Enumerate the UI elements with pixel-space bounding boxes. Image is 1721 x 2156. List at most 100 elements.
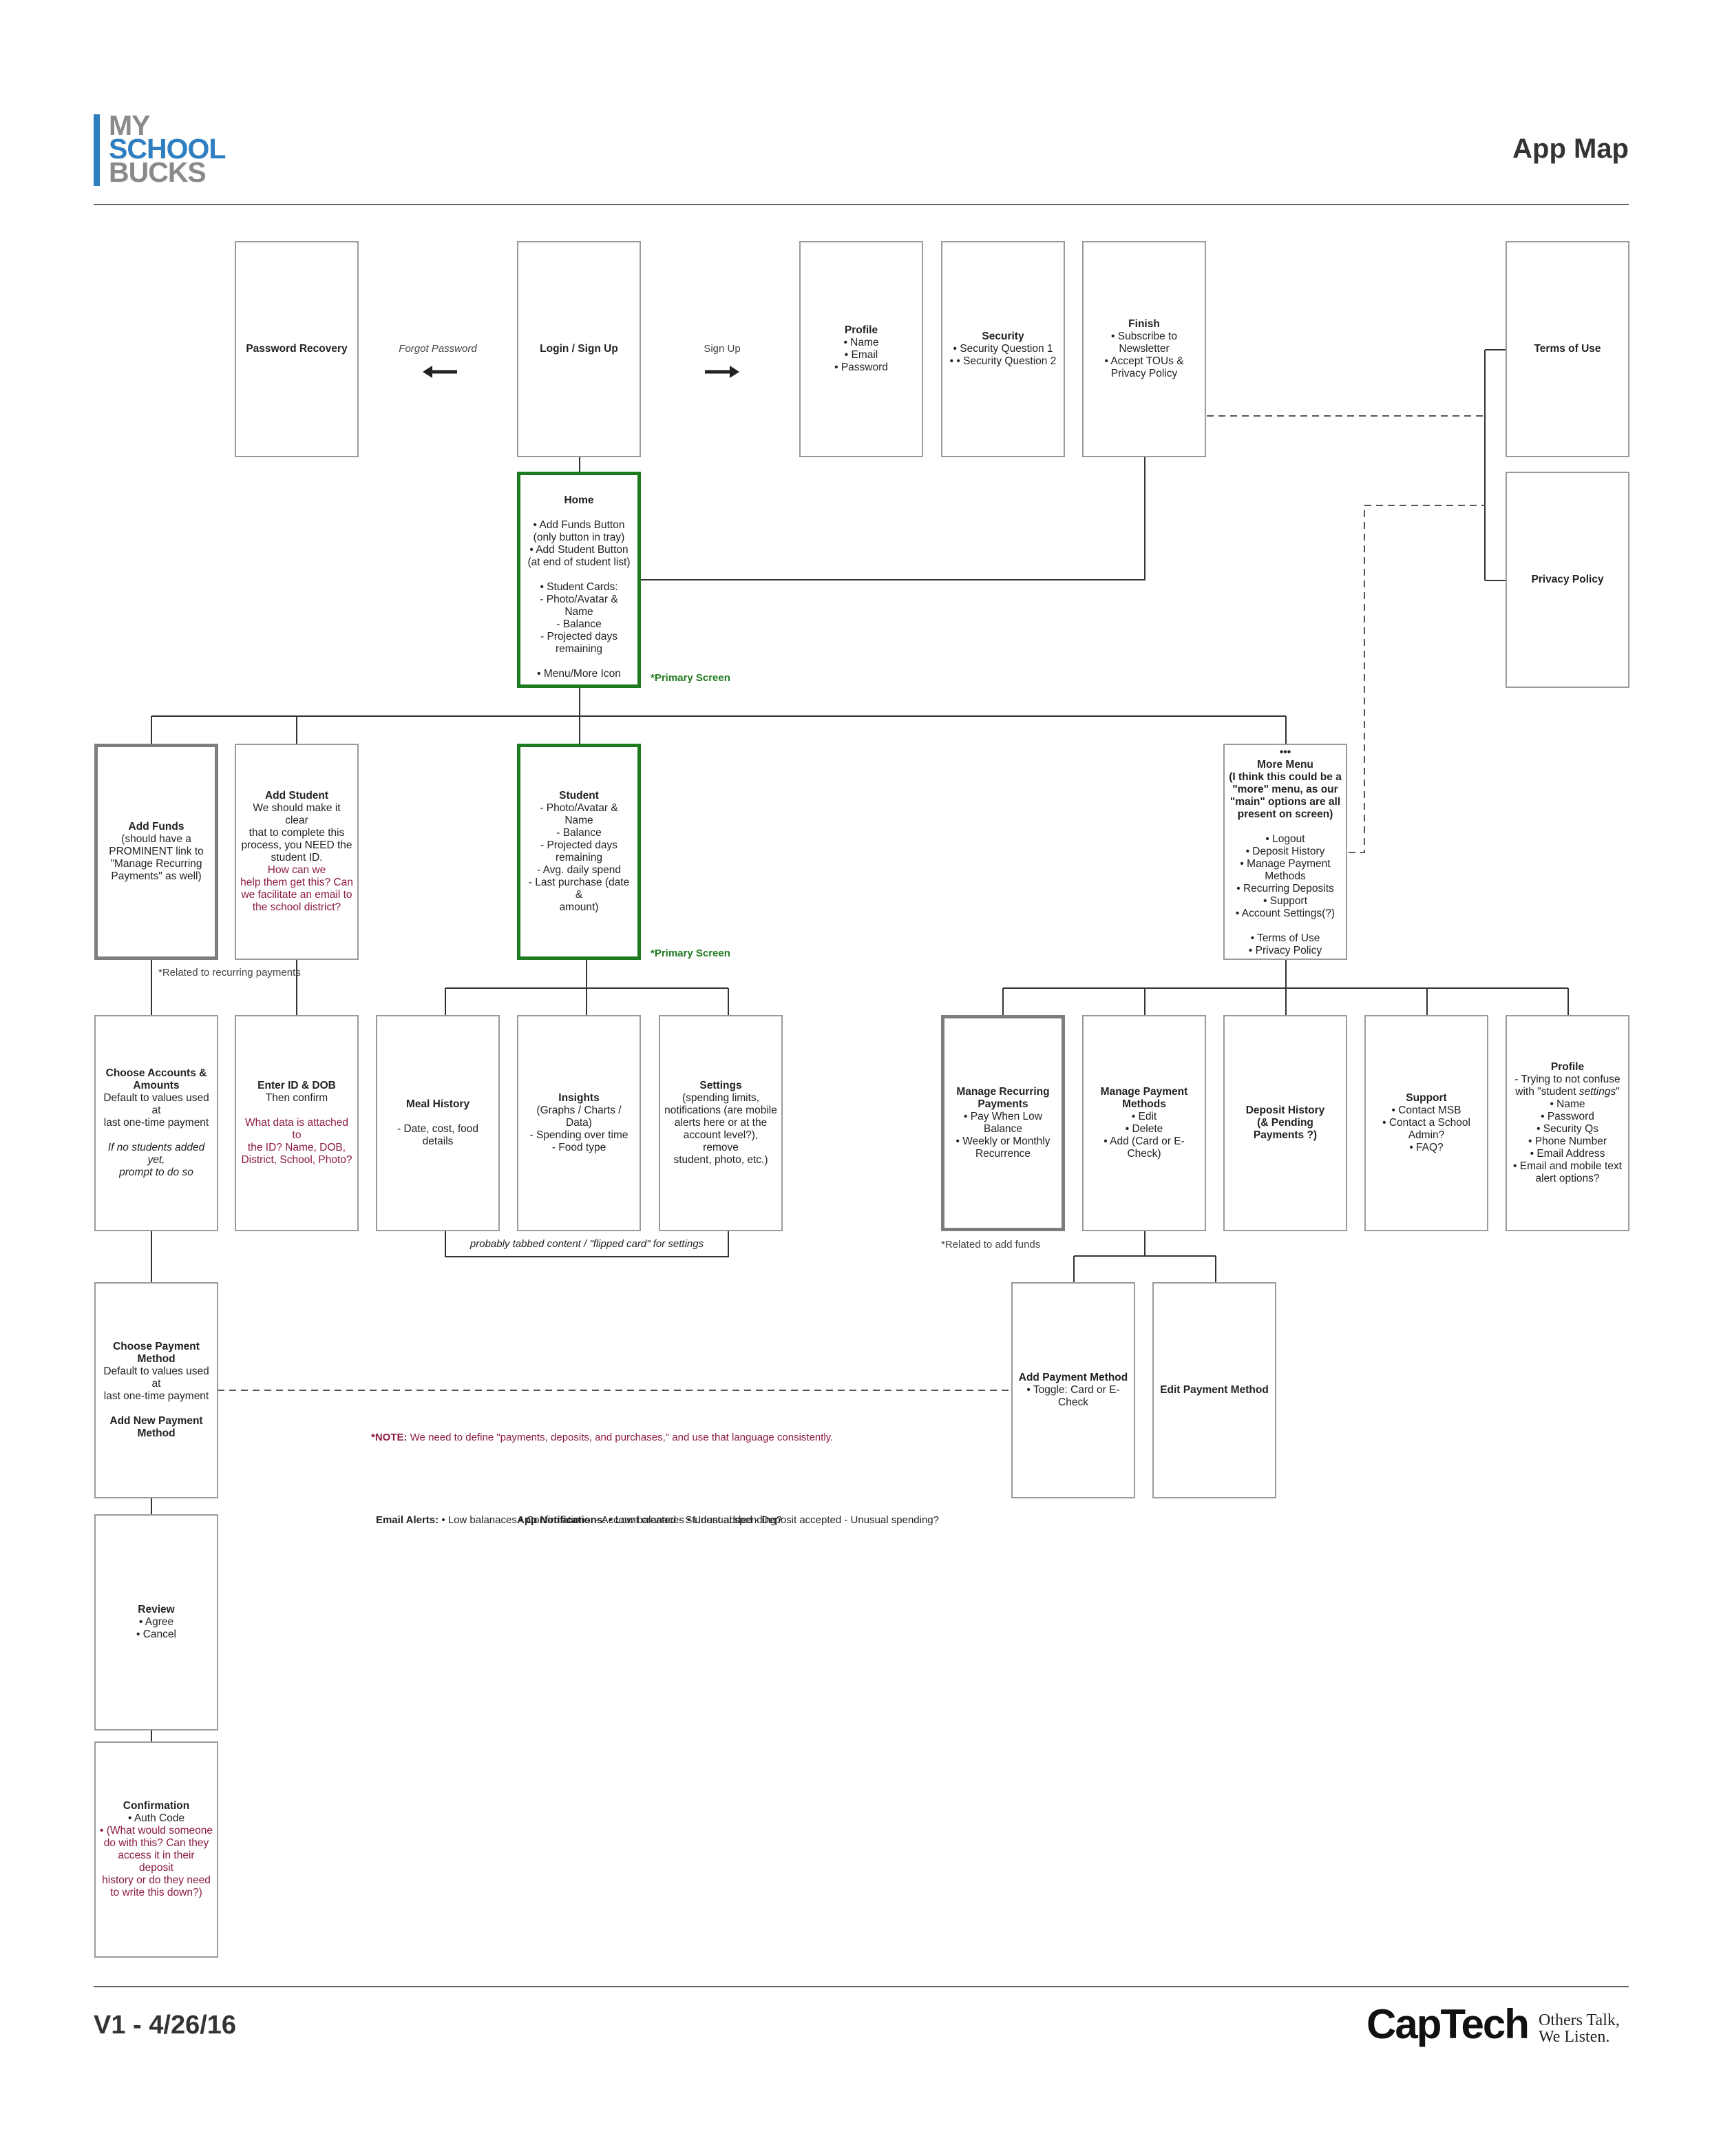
primary-screen-note-home: *Primary Screen (651, 672, 730, 684)
screen-question-line: District, School, Photo? (241, 1154, 352, 1166)
screen-question-line: we facilitate an email to (241, 889, 352, 901)
list-item: - Account created (595, 1514, 677, 1526)
email-alerts-list: Email Alerts: • Low balanaces • Confirma… (376, 1514, 939, 1527)
screen-line: student ID. (271, 852, 323, 864)
screen-line: If no students added yet, (107, 1142, 205, 1166)
screen-line: - Projected days (540, 631, 617, 642)
screen-add-student: Add Student We should make it clear that… (235, 744, 359, 960)
screen-line: • Agree (138, 1616, 174, 1628)
captech-wordmark: CapTech (1366, 2001, 1530, 2047)
screen-title: Manage Recurring (956, 1086, 1050, 1098)
screen-line: We should make it clear (253, 802, 341, 826)
screen-line: • Pay When Low (964, 1111, 1042, 1122)
screen-title: Choose Payment (113, 1341, 200, 1352)
right-arrow-icon (705, 366, 739, 378)
screen-edit-payment-method: Edit Payment Method (1152, 1282, 1276, 1498)
screen-line: amount) (559, 901, 599, 913)
screen-question-line: the ID? Name, DOB, (247, 1142, 346, 1153)
screen-line: • Phone Number (1528, 1135, 1607, 1147)
screen-line: • Terms of Use (1250, 932, 1320, 944)
screen-password-recovery: Password Recovery (235, 241, 359, 457)
screen-line: • Contact a School (1382, 1117, 1470, 1129)
screen-question-line: to write this down?) (110, 1887, 202, 1898)
screen-meal-history: Meal History - Date, cost, food details (376, 1015, 500, 1231)
note-text: We need to define "payments, deposits, a… (407, 1432, 834, 1443)
screen-line: last one-time payment (103, 1390, 209, 1402)
screen-line: • Name (843, 337, 879, 348)
screen-line: • Delete (1125, 1123, 1163, 1135)
screen-line: • Password (1541, 1111, 1594, 1122)
screen-title: Add New Payment (109, 1415, 203, 1427)
screen-line: Methods (1265, 870, 1306, 882)
screen-line: - Balance (556, 618, 602, 630)
screen-title: Deposit History (1245, 1105, 1325, 1116)
screen-line: • Menu/More Icon (537, 668, 621, 680)
screen-line: Payments" as well) (111, 870, 202, 882)
screen-settings: Settings (spending limits, notifications… (659, 1015, 783, 1231)
screen-line: • Toggle: Card or E- (1026, 1384, 1120, 1396)
screen-line: Check (1058, 1396, 1088, 1408)
screen-title: present on screen) (1237, 808, 1333, 820)
list-item: - Student added (679, 1514, 752, 1526)
screen-line-part: " (1616, 1086, 1620, 1098)
screen-line: PROMINENT link to (109, 846, 204, 857)
screen-line: • Auth Code (127, 1812, 185, 1824)
screen-title: Finish (1128, 318, 1160, 330)
screen-line: • Privacy Policy (1248, 945, 1322, 956)
screen-line: • Student Cards: (540, 581, 618, 593)
screen-title: (I think this could be a (1229, 771, 1342, 783)
screen-line: Newsletter (1119, 343, 1170, 355)
note-line: *Related to (158, 967, 210, 978)
email-alerts-title: Email Alerts: (376, 1514, 439, 1526)
screen-line: remaining (555, 852, 603, 864)
screen-line: (Graphs / Charts / Data) (536, 1105, 622, 1129)
screen-manage-payment-methods: Manage Payment Methods • Edit • Delete •… (1082, 1015, 1206, 1231)
related-add-funds-note: *Related to add funds (941, 1239, 1041, 1250)
screen-question-line: access it in their deposit (118, 1850, 195, 1874)
logo-word-my: MY (109, 109, 150, 141)
screen-line: • Accept TOUs & (1104, 355, 1184, 367)
note-line: recurring (212, 967, 253, 978)
screen-title: Meal History (405, 1098, 470, 1110)
screen-title: Home (564, 494, 594, 506)
screen-add-funds: Add Funds (should have a PROMINENT link … (94, 744, 218, 960)
header-divider (94, 204, 1629, 205)
screen-line-part: settings (1579, 1086, 1616, 1098)
screen-line: prompt to do so (119, 1166, 193, 1178)
screen-title: (& Pending (1257, 1117, 1313, 1129)
screen-question-line: • (What would someone (100, 1825, 213, 1836)
screen-home: Home • Add Funds Button (only button in … (517, 472, 641, 688)
screen-line: • Edit (1131, 1111, 1157, 1122)
screen-line: with "student settings" (1515, 1086, 1619, 1098)
screen-line: (should have a (121, 833, 191, 845)
logo-word-school: SCHOOL (109, 133, 226, 165)
list-item: - Unusual spending? (844, 1514, 939, 1526)
screen-title: Terms of Use (1534, 343, 1601, 355)
screen-line: that to complete this (249, 827, 345, 839)
screen-line: • Cancel (136, 1629, 176, 1640)
screen-line: remaining (555, 643, 603, 655)
screen-choose-accounts: Choose Accounts & Amounts Default to val… (94, 1015, 218, 1231)
logo-bar-icon (94, 114, 100, 186)
screen-title: Review (138, 1604, 175, 1615)
sign-up-label: Sign Up (704, 343, 741, 355)
screen-title: Insights (558, 1092, 600, 1104)
screen-line: notifications (are mobile (664, 1105, 777, 1116)
screen-title: Profile (1550, 1061, 1585, 1073)
screen-line: alerts here or at the (674, 1117, 768, 1129)
screen-line: Default to values used at (103, 1092, 209, 1116)
page-title: App Map (1512, 134, 1629, 164)
screen-enter-id-dob: Enter ID & DOB Then confirm What data is… (235, 1015, 359, 1231)
screen-line: • Logout (1265, 833, 1305, 845)
screen-line: - Trying to not confuse (1514, 1074, 1620, 1085)
captech-tagline: Others Talk, We Listen. (1539, 2012, 1620, 2045)
screen-line: Default to values used at (103, 1365, 209, 1390)
tabbed-content-note: probably tabbed content / "flipped card"… (469, 1238, 704, 1250)
screen-line: • Add Funds Button (533, 519, 625, 531)
screen-manage-recurring: Manage Recurring Payments • Pay When Low… (941, 1015, 1065, 1231)
tagline-line: Others Talk, (1539, 2011, 1620, 2029)
screen-line: - Date, cost, food details (397, 1123, 479, 1147)
screen-title: "main" options are all (1229, 796, 1341, 808)
screen-line: Admin? (1408, 1129, 1445, 1141)
screen-line: (only button in tray) (533, 532, 625, 543)
